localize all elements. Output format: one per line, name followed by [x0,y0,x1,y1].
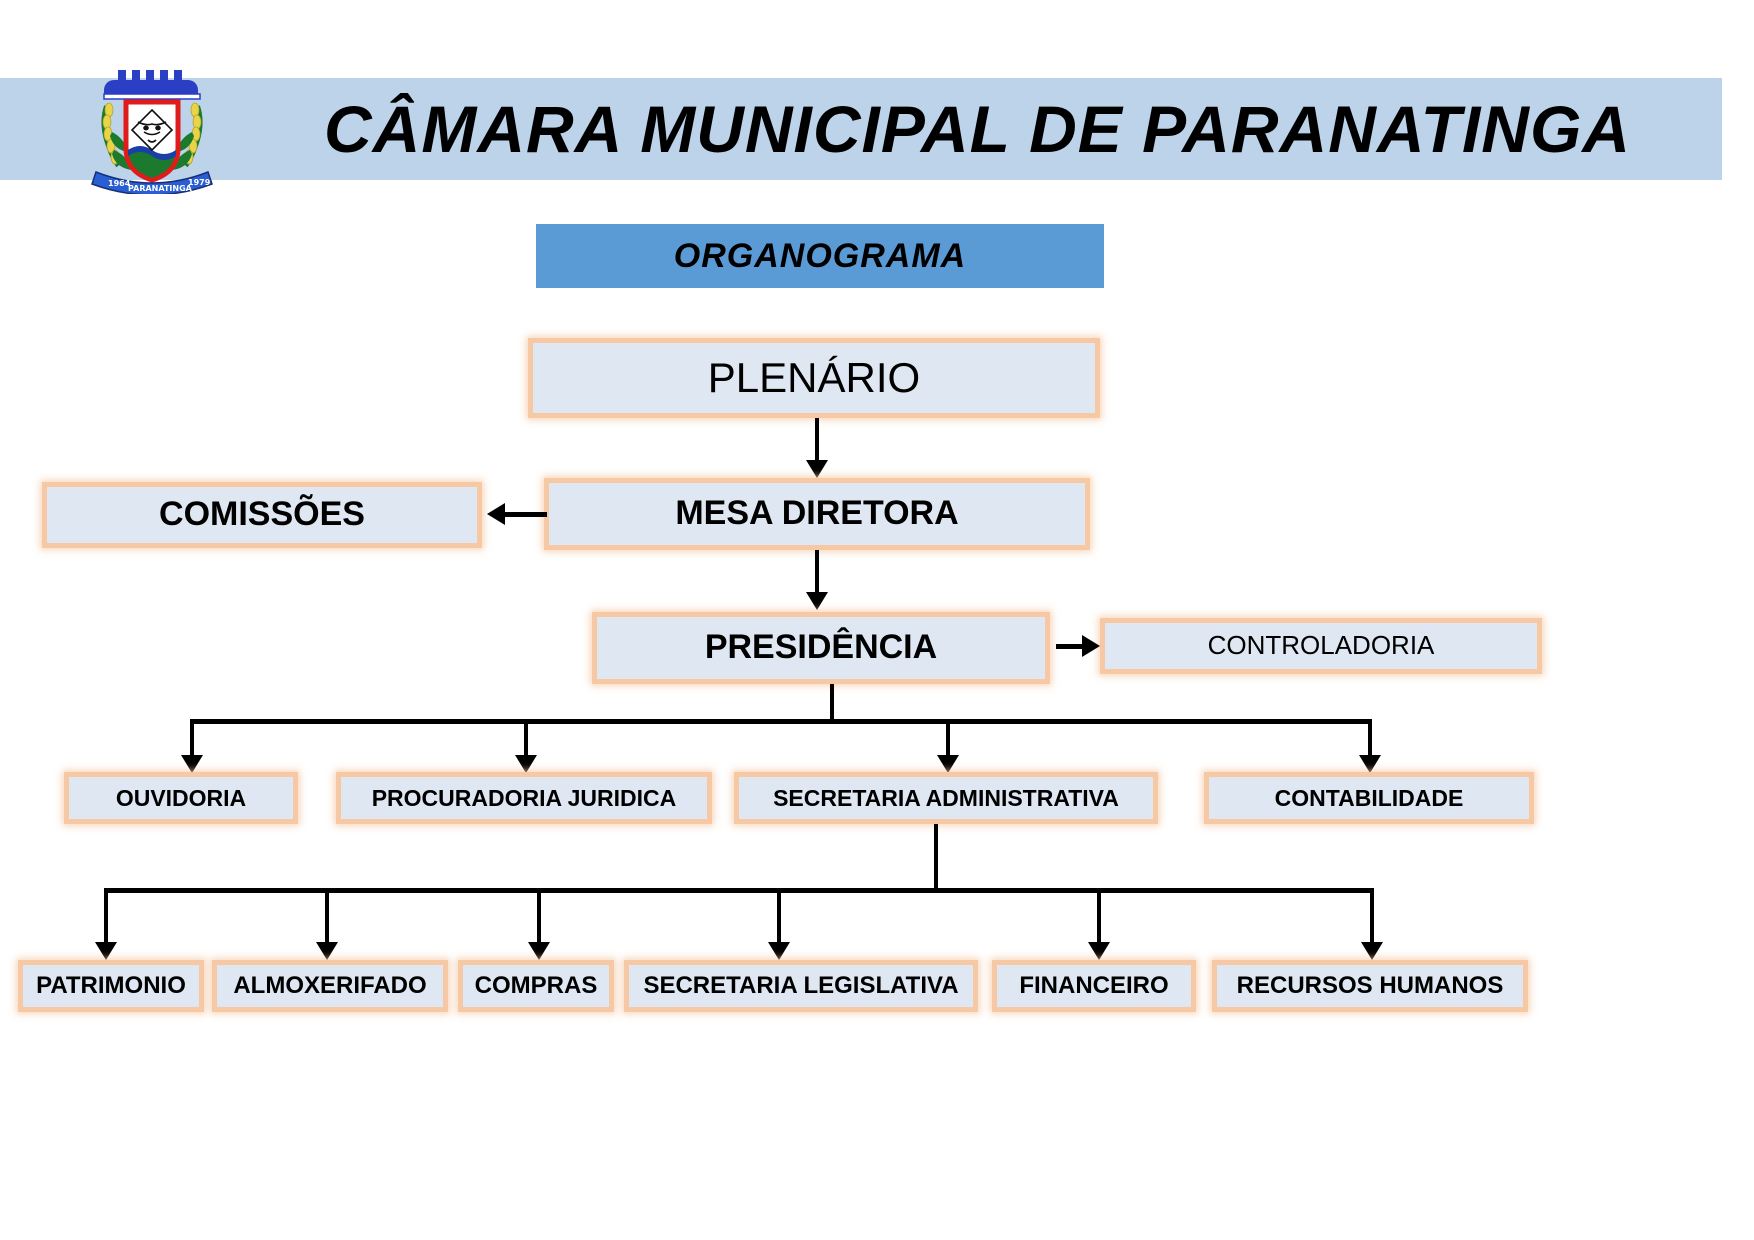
node-almoxerifado[interactable]: ALMOXERIFADO [212,960,448,1012]
node-mesa-diretora[interactable]: MESA DIRETORA [544,478,1090,550]
node-financeiro[interactable]: FINANCEIRO [992,960,1196,1012]
node-comissoes[interactable]: COMISSÕES [42,482,482,548]
arrow-almoxerifado-icon [316,942,338,960]
node-controladoria[interactable]: CONTROLADORIA [1100,618,1542,674]
arrow-secretaria-legislativa-icon [768,942,790,960]
node-ouvidoria[interactable]: OUVIDORIA [64,772,298,824]
connector-mesa-comissoes [505,512,547,517]
connector-bus-compras [537,888,541,946]
connector-bus-financeiro [1097,888,1101,946]
connector-bus-secretaria-legislativa [777,888,781,946]
arrow-presidencia-controladoria-icon [1082,635,1100,657]
connector-bus-almoxerifado [325,888,329,946]
node-procuradoria-juridica[interactable]: PROCURADORIA JURIDICA [336,772,712,824]
crest-banner-left-year: 1964 [108,179,131,188]
arrow-patrimonio-icon [95,942,117,960]
connector-level4-bus [190,719,1372,724]
page-title: CÂMARA MUNICIPAL DE PARANATINGA [324,92,1631,166]
node-contabilidade[interactable]: CONTABILIDADE [1204,772,1534,824]
arrow-mesa-presidencia-icon [806,592,828,610]
arrow-procuradoria-icon [515,755,537,773]
arrow-secretaria-administrativa-icon [937,755,959,773]
connector-secretaria-bus-stem [934,824,938,890]
node-plenario[interactable]: PLENÁRIO [528,338,1100,418]
connector-level5-bus [104,888,1372,893]
crest-banner-city: PARANATINGA [128,184,193,193]
arrow-mesa-comissoes-icon [487,503,505,525]
crest-banner-right-year: 1979 [188,178,211,187]
connector-bus-contabilidade [1368,719,1372,759]
arrow-ouvidoria-icon [181,755,203,773]
node-secretaria-legislativa[interactable]: SECRETARIA LEGISLATIVA [624,960,978,1012]
arrow-plenario-mesa-icon [806,460,828,478]
connector-mesa-presidencia [815,550,819,596]
connector-presidencia-bus-stem [830,684,834,722]
arrow-contabilidade-icon [1359,755,1381,773]
connector-bus-recursos-humanos [1370,888,1374,946]
connector-bus-secretaria-administrativa [946,719,950,759]
organograma-title: ORGANOGRAMA [536,224,1104,288]
arrow-financeiro-icon [1088,942,1110,960]
node-patrimonio[interactable]: PATRIMONIO [18,960,204,1012]
node-presidencia[interactable]: PRESIDÊNCIA [592,612,1050,684]
node-compras[interactable]: COMPRAS [458,960,614,1012]
arrow-compras-icon [528,942,550,960]
connector-presidencia-controladoria [1056,644,1086,649]
coat-of-arms-icon: 1964 PARANATINGA 1979 [88,54,216,194]
connector-bus-patrimonio [104,888,108,946]
connector-plenario-mesa [815,418,819,464]
header-band [0,78,1722,180]
node-recursos-humanos[interactable]: RECURSOS HUMANOS [1212,960,1528,1012]
connector-bus-ouvidoria [190,719,194,759]
connector-bus-procuradoria [524,719,528,759]
node-secretaria-administrativa[interactable]: SECRETARIA ADMINISTRATIVA [734,772,1158,824]
arrow-recursos-humanos-icon [1361,942,1383,960]
